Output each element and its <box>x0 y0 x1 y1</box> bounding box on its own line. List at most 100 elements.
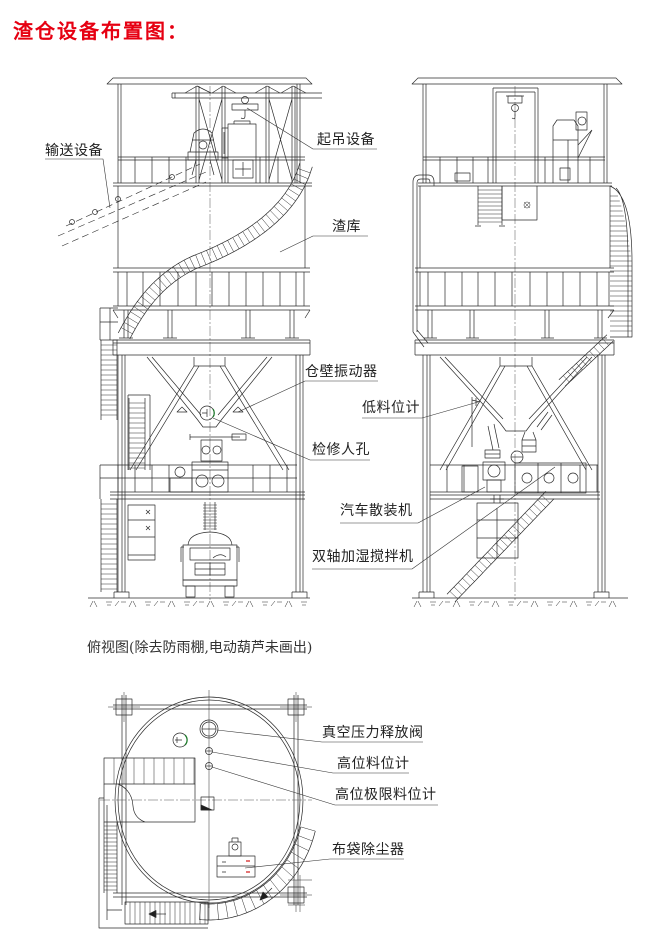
landing-platform <box>103 783 196 823</box>
manhole-handle <box>184 734 188 746</box>
loader-winch <box>487 464 501 478</box>
stair-direction-arrowhead <box>259 891 269 901</box>
center-feed-point <box>200 796 215 811</box>
lower-side-stair-treads <box>101 503 117 590</box>
roof-ladder-treads <box>478 189 502 223</box>
stair-direction-arrowhead <box>148 910 157 918</box>
loader-motor <box>461 465 479 493</box>
curved-stair-treads <box>610 195 632 332</box>
top-platform-railing <box>423 156 605 183</box>
cabinet-shelves <box>128 509 155 556</box>
label-twin-shaft-mixer: 双轴加湿搅拌机 <box>312 549 414 565</box>
inclined-conveyor <box>57 163 207 247</box>
truck-wiper <box>212 554 227 559</box>
label-high-limit-level-gauge: 高位极限料位计 <box>335 787 437 803</box>
spiral-stair-stringers <box>117 163 313 340</box>
silo-ring-girder <box>113 267 310 311</box>
vacuum-relief-valve-icon <box>199 719 219 739</box>
label-high-level-gauge: 高位料位计 <box>337 756 410 772</box>
landing-stair-block <box>103 757 196 785</box>
inclined-ladder-stringers <box>558 334 614 387</box>
left-elevation-view <box>57 77 322 608</box>
silo-top-dust-collector <box>552 111 593 183</box>
inclined-stair-treads <box>449 495 550 600</box>
spiral-stair <box>117 163 313 340</box>
hoist-body <box>231 103 259 111</box>
dust-collector-cross-mark <box>235 162 251 176</box>
plan-view <box>98 690 316 929</box>
plan-left-stair <box>103 822 118 893</box>
crane-beam <box>171 92 322 99</box>
plan-view-caption: 俯视图(除去防雨棚,电动葫芦未画出) <box>87 640 313 656</box>
manhole-hinge <box>202 409 208 417</box>
main-support-beam <box>112 339 311 356</box>
ground-hatching <box>413 600 617 608</box>
leader-wall-vibrator <box>237 380 378 413</box>
support-columns <box>113 355 308 598</box>
low-level-gauge-icon <box>471 397 481 447</box>
truck-wheel <box>185 585 196 598</box>
stair-enclosure <box>98 797 208 929</box>
loading-box-panels <box>477 508 518 558</box>
leader-slag-silo <box>279 235 368 253</box>
page-title: 渣仓设备布置图： <box>13 19 189 43</box>
hoist-hook-icon <box>240 110 246 120</box>
bag-filter-marker <box>246 860 250 873</box>
conveyor-idler <box>92 209 98 215</box>
high-limit-level-gauge <box>205 762 213 770</box>
feeder-rotor <box>212 445 222 455</box>
hoist-trolley-wheel <box>241 96 249 104</box>
post-axes <box>108 692 312 912</box>
crane-truss-columns <box>184 85 307 183</box>
truck-windshield <box>189 547 231 561</box>
corner-post-detail <box>288 875 312 912</box>
silo-shell <box>419 186 611 268</box>
motor-fan <box>174 466 186 478</box>
ring-girder-posts <box>419 272 610 306</box>
fan-support <box>577 129 593 159</box>
air-pipe <box>412 174 435 348</box>
hoist-frame <box>492 87 539 183</box>
top-platform-floor <box>113 182 312 187</box>
support-columns <box>418 355 610 598</box>
leader-conveyor <box>45 158 111 209</box>
electric-hoist <box>506 95 524 120</box>
electric-hoist <box>231 96 259 120</box>
dust-collector-door <box>559 167 571 181</box>
mixer-motor <box>169 477 193 493</box>
high-level-gauge <box>205 747 213 755</box>
mixer-paddle <box>521 472 533 484</box>
telescopic-chute-bellows <box>203 504 217 530</box>
curved-side-stair <box>609 185 633 338</box>
operating-floor-railing <box>99 464 297 499</box>
valve-handwheel-shaft <box>189 434 240 440</box>
inclined-ladder <box>558 334 614 387</box>
label-bag-filter: 布袋除尘器 <box>332 842 405 858</box>
bag-filter-body <box>216 855 256 878</box>
ring-girder-chords <box>113 267 310 311</box>
silo-ring-girder <box>415 267 614 311</box>
conveyor-head-frame <box>187 128 219 176</box>
bag-filter-divider <box>217 861 255 873</box>
telescopic-chute <box>204 502 216 530</box>
mixer-shaft <box>195 474 209 488</box>
ground-line <box>88 597 310 608</box>
leader-bag-filter <box>244 858 404 869</box>
twin-shaft-mixer-side <box>169 461 229 493</box>
discharge-equipment <box>484 411 553 464</box>
upper-side-stair-treads <box>101 344 117 416</box>
curved-stair-stringers <box>609 185 633 338</box>
bottom-stair-treads <box>129 902 206 924</box>
mixer-trough <box>514 462 587 494</box>
roof-posts <box>117 84 301 183</box>
feed-chute <box>536 411 553 431</box>
inclined-stair-stringers <box>446 490 555 603</box>
twin-shaft-mixer <box>514 462 587 494</box>
hoist-drum <box>511 104 519 112</box>
cross-bracing <box>439 365 593 471</box>
hatch-cross <box>523 201 531 209</box>
hoist-hook-icon <box>511 112 516 120</box>
side-stairs <box>100 340 146 592</box>
loading-box <box>476 495 519 559</box>
